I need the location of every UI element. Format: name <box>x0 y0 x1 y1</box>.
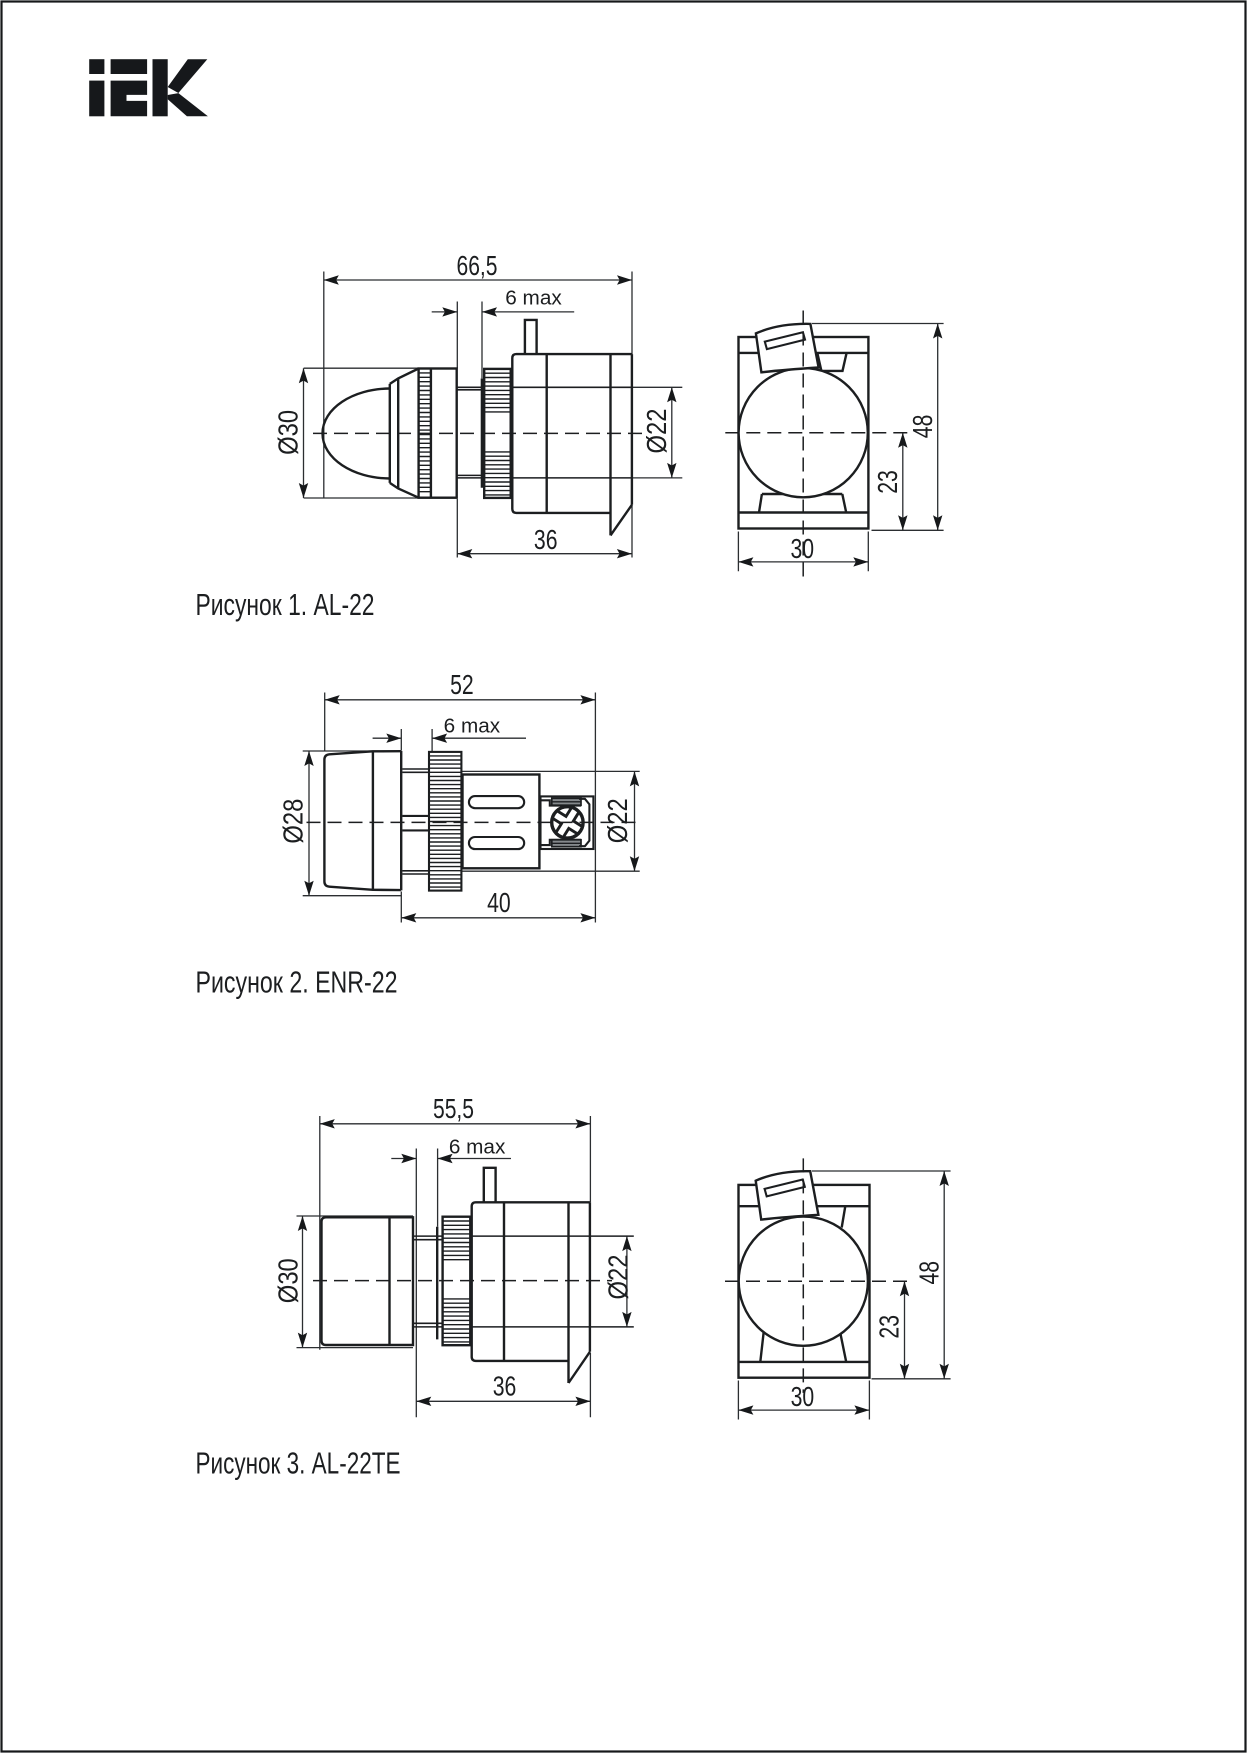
svg-text:Ø22: Ø22 <box>603 1255 634 1300</box>
svg-text:36: 36 <box>493 1371 517 1402</box>
svg-text:36: 36 <box>534 524 558 555</box>
svg-text:48: 48 <box>913 1261 944 1285</box>
svg-text:66,5: 66,5 <box>457 250 498 281</box>
svg-text:Ø22: Ø22 <box>602 798 633 843</box>
svg-text:Рисунок 1. AL-22: Рисунок 1. AL-22 <box>196 587 375 622</box>
svg-text:23: 23 <box>874 1315 905 1339</box>
svg-text:Ø30: Ø30 <box>273 1258 304 1303</box>
svg-text:55,5: 55,5 <box>433 1093 474 1124</box>
svg-text:48: 48 <box>907 415 938 439</box>
svg-text:52: 52 <box>450 669 474 700</box>
svg-text:30: 30 <box>791 1381 815 1412</box>
svg-text:Рисунок 2. ENR-22: Рисунок 2. ENR-22 <box>196 965 398 1000</box>
svg-text:Ø22: Ø22 <box>641 409 672 454</box>
svg-text:23: 23 <box>872 470 903 494</box>
svg-text:6 max: 6 max <box>449 1135 506 1158</box>
svg-text:30: 30 <box>791 533 815 564</box>
svg-text:40: 40 <box>487 887 511 918</box>
svg-text:Ø28: Ø28 <box>277 799 308 844</box>
svg-text:Рисунок 3. AL-22TE: Рисунок 3. AL-22TE <box>196 1446 401 1481</box>
svg-text:6 max: 6 max <box>505 287 562 310</box>
svg-text:Ø30: Ø30 <box>273 410 304 455</box>
svg-text:6 max: 6 max <box>444 715 501 738</box>
